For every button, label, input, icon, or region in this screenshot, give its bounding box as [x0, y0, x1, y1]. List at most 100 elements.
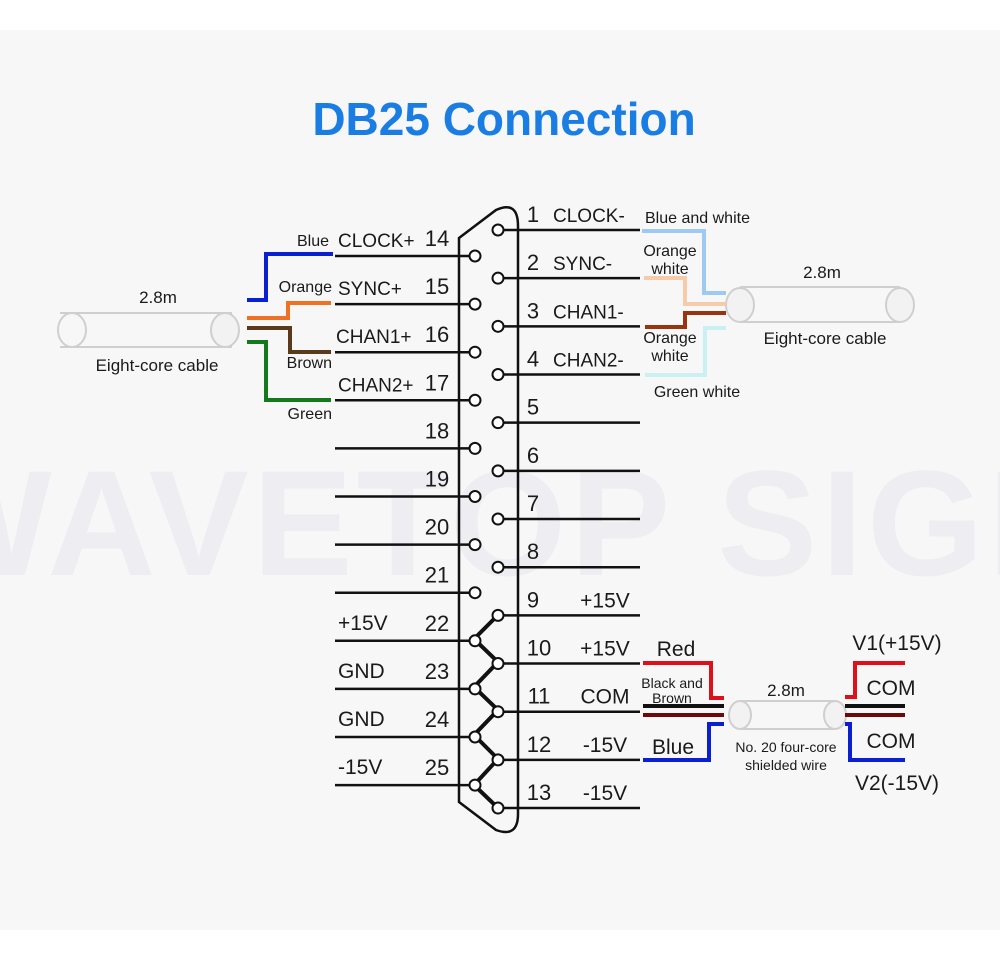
pin-number-24: 24 — [425, 707, 449, 732]
pin-21 — [468, 586, 482, 600]
pin-number-9: 9 — [527, 587, 539, 612]
pin-number-6: 6 — [527, 443, 539, 468]
pin-number-1: 1 — [527, 202, 539, 227]
wire-blue-white — [642, 229, 726, 295]
wire-green-white — [645, 326, 726, 377]
pin-8 — [491, 560, 505, 574]
pin-label-12: -15V — [583, 734, 627, 757]
right-cable-type: Eight-core cable — [764, 329, 887, 348]
wire-brown — [247, 326, 331, 354]
pin-number-25: 25 — [425, 755, 449, 780]
pin-number-8: 8 — [527, 539, 539, 564]
pin-2 — [491, 271, 505, 285]
pin-number-12: 12 — [527, 732, 551, 757]
power-cable-type-1: No. 20 four-core — [735, 739, 836, 755]
wire-label-orange-white-a1: Orange — [643, 243, 696, 260]
wire-red-out — [845, 661, 905, 699]
connector-shell — [457, 206, 520, 834]
com2-label: COM — [867, 730, 916, 753]
pin-5 — [491, 416, 505, 430]
pin-label-24: GND — [338, 708, 385, 731]
wire-orange — [247, 301, 331, 320]
pin-label-17: CHAN2+ — [338, 375, 414, 396]
pin-number-19: 19 — [425, 467, 449, 492]
pin-number-7: 7 — [527, 491, 539, 516]
left-cable-type: Eight-core cable — [96, 356, 219, 375]
pin-17 — [468, 393, 482, 407]
pin-number-16: 16 — [425, 322, 449, 347]
pin-25 — [468, 778, 482, 792]
right-cable — [725, 286, 915, 323]
wire-orange-white — [644, 276, 726, 306]
pin-label-14: CLOCK+ — [338, 231, 415, 252]
pin-label-4: CHAN2- — [553, 351, 624, 372]
power-cable-type-2: shielded wire — [745, 757, 827, 773]
pin-number-10: 10 — [527, 636, 551, 661]
v1-label: V1(+15V) — [852, 632, 941, 655]
left-cable-length: 2.8m — [139, 288, 177, 307]
pin-18 — [468, 441, 482, 455]
pin-label-15: SYNC+ — [338, 279, 402, 300]
pin-label-23: GND — [338, 660, 385, 683]
pin-10 — [491, 657, 505, 671]
pin-number-20: 20 — [425, 515, 449, 540]
wire-label-blue-white: Blue and white — [645, 210, 750, 227]
pin-23 — [468, 682, 482, 696]
pin-19 — [468, 490, 482, 503]
pin-label-22: +15V — [338, 612, 388, 635]
pin-24 — [468, 730, 482, 744]
pin-number-23: 23 — [425, 659, 449, 684]
pin-number-5: 5 — [527, 395, 539, 420]
wire-green — [247, 340, 331, 402]
pin-14 — [468, 249, 482, 263]
pin-label-11: COM — [581, 686, 630, 709]
pin-label-1: CLOCK- — [553, 206, 625, 227]
wire-power-blue — [643, 722, 724, 762]
pin-number-4: 4 — [527, 347, 539, 372]
pin-20 — [468, 538, 482, 552]
pin-label-2: SYNC- — [553, 254, 612, 275]
pin-12 — [491, 753, 505, 767]
wire-blue-out — [845, 722, 905, 762]
pin-label-25: -15V — [338, 756, 382, 779]
pin-number-18: 18 — [425, 418, 449, 443]
wire-label-blue: Blue — [297, 233, 329, 250]
power-cable-length: 2.8m — [767, 681, 805, 700]
page-title: DB25 Connection — [312, 93, 695, 145]
wire-dark-brown — [645, 311, 726, 329]
pin-number-17: 17 — [425, 370, 449, 395]
wire-label-red: Red — [657, 638, 696, 661]
wire-red — [643, 661, 724, 700]
wire-label-power-blue: Blue — [652, 736, 694, 759]
pin-number-22: 22 — [425, 611, 449, 636]
pin-label-13: -15V — [583, 782, 627, 805]
pin-11 — [491, 705, 505, 719]
pin-16 — [468, 345, 482, 359]
pin-label-3: CHAN1- — [553, 302, 624, 323]
pin-number-13: 13 — [527, 780, 551, 805]
pin-13 — [491, 801, 505, 815]
pin-number-11: 11 — [528, 684, 551, 709]
wire-label-orange-white-b1: Orange — [643, 330, 696, 347]
v2-label: V2(-15V) — [855, 772, 939, 795]
pin-1 — [491, 223, 505, 237]
pin-label-9: +15V — [580, 589, 630, 612]
pin-label-10: +15V — [580, 638, 630, 661]
pin-number-14: 14 — [425, 226, 449, 251]
pin-number-2: 2 — [527, 250, 539, 275]
wire-label-orange-white-b2: white — [650, 348, 688, 365]
com1-label: COM — [867, 677, 916, 700]
pin-label-16: CHAN1+ — [336, 327, 412, 348]
pin-3 — [491, 319, 505, 333]
pin-15 — [468, 297, 482, 311]
wire-label-black-brown-2: Brown — [652, 690, 692, 706]
power-cable — [728, 700, 847, 730]
wire-label-green: Green — [288, 406, 332, 423]
pin-number-15: 15 — [425, 274, 449, 299]
pin-6 — [491, 464, 505, 478]
pin-number-3: 3 — [527, 298, 539, 323]
wire-label-black-brown-1: Black and — [641, 675, 702, 691]
pin-22 — [468, 634, 482, 648]
diagram-background — [0, 30, 1000, 930]
